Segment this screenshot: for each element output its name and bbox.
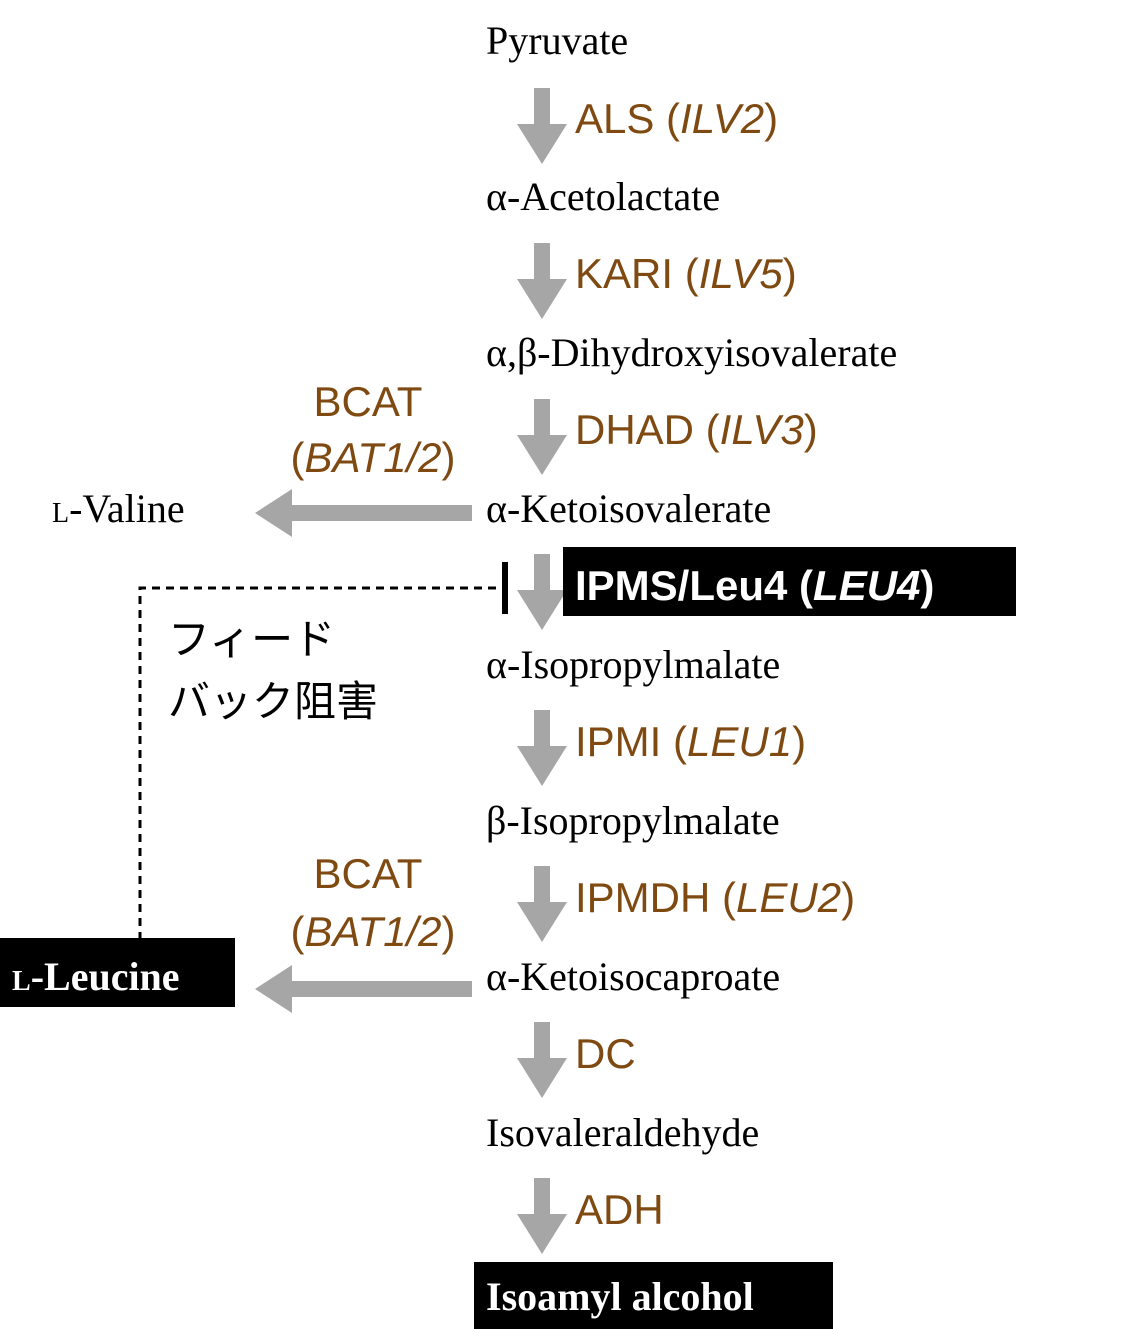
arrow-isopropylmalate-to-ketoisocaproate xyxy=(517,866,567,942)
isoamyl-alcohol-highlight-box xyxy=(474,1262,833,1329)
enzyme-als-name: ALS ( xyxy=(575,95,680,142)
valine-name: -Valine xyxy=(69,486,185,531)
branch-arrows xyxy=(255,489,472,1013)
enzyme-dhad: DHAD (ILV3) xyxy=(575,406,818,453)
leucine-l-prefix: L xyxy=(12,966,31,997)
enzyme-labels: ALS (ILV2) KARI (ILV5) DHAD (ILV3) IPMS/… xyxy=(291,95,935,1233)
bcat-leucine-open: ( xyxy=(291,908,305,955)
enzyme-ipms-name: IPMS/Leu4 ( xyxy=(575,562,813,609)
enzyme-kari-name: KARI ( xyxy=(575,250,699,297)
leucine-name: -Leucine xyxy=(31,954,180,999)
metabolite-pyruvate: Pyruvate xyxy=(486,18,628,63)
arrow-isopropylmalate-a-to-b xyxy=(517,710,567,786)
metabolite-isovaleraldehyde: Isovaleraldehyde xyxy=(486,1110,759,1155)
feedback-label-line1: フィード xyxy=(168,615,335,664)
arrow-isovaleraldehyde-to-isoamyl-alcohol xyxy=(517,1178,567,1254)
enzyme-ipms-gene: LEU4 xyxy=(813,562,920,609)
arrow-ketoisocaproate-to-leucine xyxy=(255,965,472,1013)
metabolite-isoamyl-alcohol: Isoamyl alcohol xyxy=(486,1274,754,1319)
metabolite-isopropylmalate-beta: β-Isopropylmalate xyxy=(486,798,780,843)
arrow-dihydroxy-to-ketoisovalerate xyxy=(517,399,567,475)
metabolite-ketoisocaproate: α-Ketoisocaproate xyxy=(486,954,780,999)
enzyme-dhad-close: ) xyxy=(804,406,818,453)
leucine-highlight-box xyxy=(0,938,235,1007)
enzyme-ipms: IPMS/Leu4 (LEU4) xyxy=(575,562,934,609)
arrow-ketoisocaproate-to-isovaleraldehyde xyxy=(517,1022,567,1098)
enzyme-ipmdh-close: ) xyxy=(841,874,855,921)
enzyme-als-close: ) xyxy=(764,95,778,142)
arrow-acetolactate-to-dihydroxyisovalerate xyxy=(517,243,567,319)
arrow-pyruvate-to-acetolactate xyxy=(517,88,567,164)
enzyme-ipmdh-name: IPMDH ( xyxy=(575,874,736,921)
arrow-ketoisovalerate-to-valine xyxy=(255,489,472,537)
enzyme-bcat-valine-gene-line: (BAT1/2) xyxy=(291,434,456,481)
enzyme-ipmdh: IPMDH (LEU2) xyxy=(575,874,855,921)
enzyme-dhad-name: DHAD ( xyxy=(575,406,720,453)
enzyme-kari-close: ) xyxy=(783,250,797,297)
metabolite-ketoisovalerate: α-Ketoisovalerate xyxy=(486,486,771,531)
enzyme-ipmi-gene: LEU1 xyxy=(687,718,792,765)
enzyme-als: ALS (ILV2) xyxy=(575,95,778,142)
enzyme-dhad-gene: ILV3 xyxy=(720,406,804,453)
enzyme-ipmi-close: ) xyxy=(792,718,806,765)
enzyme-kari-gene: ILV5 xyxy=(699,250,784,297)
metabolite-isopropylmalate-alpha: α-Isopropylmalate xyxy=(486,642,780,687)
enzyme-ipmi: IPMI (LEU1) xyxy=(575,718,806,765)
bcat-valine-gene: BAT1/2 xyxy=(305,434,442,481)
feedback-label-line2: バック阻害 xyxy=(168,677,378,726)
enzyme-kari: KARI (ILV5) xyxy=(575,250,797,297)
enzyme-bcat-valine: BCAT xyxy=(314,378,423,425)
feedback-inhibition xyxy=(138,562,508,940)
enzyme-ipmi-name: IPMI ( xyxy=(575,718,687,765)
enzyme-als-gene: ILV2 xyxy=(680,95,764,142)
bcat-valine-open: ( xyxy=(291,434,305,481)
bcat-leucine-close: ) xyxy=(441,908,455,955)
enzyme-ipmdh-gene: LEU2 xyxy=(736,874,841,921)
arrow-ketoisovalerate-to-isopropylmalate xyxy=(517,554,567,630)
enzyme-bcat-leucine-gene-line: (BAT1/2) xyxy=(291,908,456,955)
enzyme-dc: DC xyxy=(575,1030,636,1077)
bcat-valine-close: ) xyxy=(441,434,455,481)
ipms-highlight-box xyxy=(563,547,1016,616)
valine-l-prefix: L xyxy=(52,498,69,529)
enzyme-ipms-close: ) xyxy=(920,562,934,609)
metabolite-acetolactate: α-Acetolactate xyxy=(486,174,720,219)
enzyme-adh: ADH xyxy=(575,1186,664,1233)
metabolite-dihydroxyisovalerate: α,β-Dihydroxyisovalerate xyxy=(486,330,897,375)
enzyme-bcat-leucine: BCAT xyxy=(314,850,423,897)
metabolite-valine: L-Valine xyxy=(52,486,185,531)
bcat-leucine-gene: BAT1/2 xyxy=(305,908,442,955)
feedback-dashed-line xyxy=(138,586,497,940)
pathway-arrows xyxy=(517,88,567,1254)
metabolite-leucine: L-Leucine xyxy=(12,954,180,999)
